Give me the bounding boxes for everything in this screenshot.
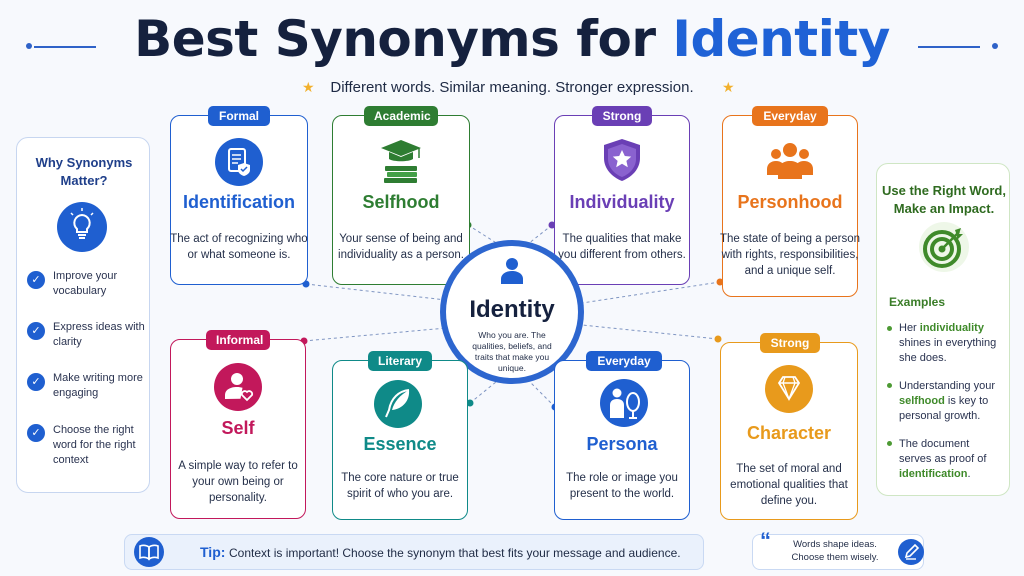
card-description: The set of moral and emotional qualities…	[730, 463, 848, 507]
page-title: Best Synonyms for Identity	[134, 10, 890, 68]
book-icon	[134, 537, 164, 567]
panel-title: Use the Right Word, Make an Impact.	[882, 183, 1006, 216]
card-word: Identification	[183, 192, 295, 212]
panel-title: Why Synonyms Matter?	[35, 155, 133, 188]
bullet-dot	[887, 383, 892, 388]
card-description: The role or image you present to the wor…	[566, 472, 678, 500]
card-word: Persona	[586, 434, 658, 454]
benefit-item: Express ideas with clarity	[53, 321, 145, 348]
example-item: Her individuality shines in everything s…	[899, 322, 997, 364]
quote-text: Words shape ideas. Choose them wisely.	[791, 539, 879, 563]
card-word: Individuality	[569, 192, 675, 212]
tip-bar	[124, 534, 704, 570]
example-item: Understanding your selfhood is key to pe…	[899, 380, 996, 422]
decorative-dot	[26, 43, 32, 49]
graduation-books-icon	[376, 134, 426, 184]
check-icon: ✓	[27, 322, 45, 340]
quote-icon: “	[760, 528, 771, 553]
feather-icon	[373, 379, 423, 429]
card-tag: Everyday	[752, 106, 828, 126]
card-word: Self	[221, 418, 255, 438]
decorative-line	[34, 46, 96, 48]
check-icon: ✓	[27, 424, 45, 442]
why-synonyms-panel: Why Synonyms Matter? ✓ Improve your voca…	[16, 137, 150, 493]
example-item: The document serves as proof of identifi…	[899, 438, 987, 480]
card-tag: Academic	[364, 106, 438, 126]
star-icon: ★	[302, 79, 315, 95]
person-mirror-icon	[599, 378, 649, 428]
star-shield-icon	[597, 135, 647, 185]
card-tag: Formal	[208, 106, 270, 126]
benefit-item: Make writing more engaging	[53, 372, 143, 399]
star-icon: ★	[722, 79, 735, 95]
check-icon: ✓	[27, 271, 45, 289]
card-tag: Informal	[206, 330, 270, 350]
card-tag: Strong	[760, 333, 820, 353]
id-document-icon	[214, 137, 264, 187]
center-description: Who you are. The qualities, beliefs, and…	[472, 330, 552, 373]
person-icon	[497, 255, 527, 285]
decorative-dot	[992, 43, 998, 49]
card-description: The core nature or true spirit of who yo…	[341, 472, 459, 500]
card-word: Essence	[363, 434, 437, 454]
check-icon: ✓	[27, 373, 45, 391]
benefit-item: Improve your vocabulary	[53, 270, 118, 297]
card-description: The qualities that make you different fr…	[558, 233, 686, 261]
card-word: Personhood	[737, 192, 843, 212]
people-group-icon	[765, 137, 815, 187]
bullet-dot	[887, 441, 892, 446]
bullet-dot	[887, 326, 892, 331]
examples-panel: Use the Right Word, Make an Impact. Exam…	[876, 163, 1010, 496]
card-description: Your sense of being and individuality as…	[338, 233, 464, 261]
card-word: Character	[746, 423, 832, 443]
diamond-icon	[764, 364, 814, 414]
lightbulb-icon	[57, 202, 107, 252]
card-tag: Literary	[368, 351, 432, 371]
card-description: A simple way to refer to your own being …	[178, 460, 298, 504]
pen-icon	[898, 539, 924, 565]
tip-label: Tip:	[200, 544, 226, 560]
person-heart-icon	[213, 362, 263, 412]
center-word: Identity	[469, 296, 555, 323]
benefit-item: Choose the right word for the right cont…	[53, 424, 136, 466]
card-tag: Strong	[592, 106, 652, 126]
card-description: The state of being a person with rights,…	[720, 233, 861, 277]
tip-text: Context is important! Choose the synonym…	[229, 546, 681, 560]
card-tag: Everyday	[586, 351, 662, 371]
card-word: Selfhood	[362, 192, 440, 212]
card-description: The act of recognizing who or what someo…	[170, 233, 308, 261]
examples-label: Examples	[889, 295, 946, 309]
subtitle: Different words. Similar meaning. Strong…	[330, 79, 694, 96]
target-icon	[919, 222, 969, 272]
decorative-line	[918, 46, 980, 48]
